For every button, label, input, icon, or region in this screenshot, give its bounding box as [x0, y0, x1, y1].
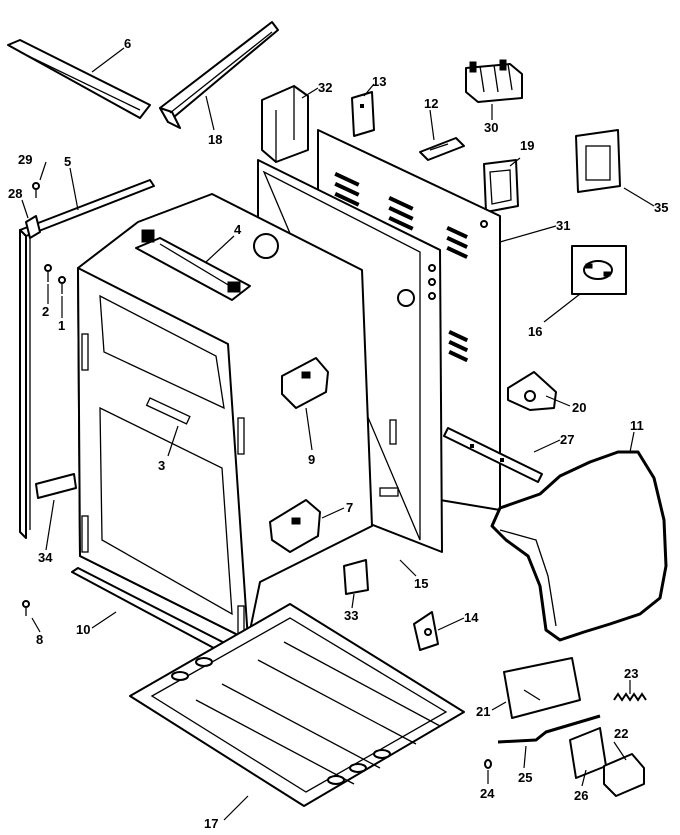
- part-23-spring: [613, 692, 647, 702]
- part-35-panel: [575, 129, 621, 193]
- part-27-strip: [443, 427, 543, 483]
- part-20-bracket: [507, 371, 557, 411]
- label-part-8: 8: [36, 632, 43, 647]
- label-part-4: 4: [234, 222, 242, 237]
- label-part-25: 25: [518, 770, 532, 785]
- part-9-hinge: [281, 357, 329, 409]
- leader-lines: [21, 47, 655, 821]
- label-part-9: 9: [308, 452, 315, 467]
- part-19-frame: [483, 159, 519, 213]
- part-11-insulation: [490, 450, 668, 642]
- part-6-trim-strip: [7, 39, 151, 119]
- part-16-thermostat: [571, 245, 627, 295]
- label-part-12: 12: [424, 96, 438, 111]
- label-part-6: 6: [124, 36, 131, 51]
- label-part-14: 14: [464, 610, 479, 625]
- label-part-18: 18: [208, 132, 222, 147]
- part-5-door-frame: [19, 179, 155, 539]
- label-part-31: 31: [556, 218, 570, 233]
- label-part-29: 29: [18, 152, 32, 167]
- label-part-24: 24: [480, 786, 495, 801]
- label-part-10: 10: [76, 622, 90, 637]
- label-part-20: 20: [572, 400, 586, 415]
- part-18-side-rail: [159, 21, 279, 129]
- part-24-ring: [484, 759, 492, 769]
- label-part-5: 5: [64, 154, 71, 169]
- part-26-plate: [569, 727, 607, 779]
- part-2-screw: [44, 264, 52, 282]
- label-part-30: 30: [484, 120, 498, 135]
- label-part-21: 21: [476, 704, 490, 719]
- part-1-screw: [58, 276, 66, 294]
- label-part-16: 16: [528, 324, 542, 339]
- part-25-rod: [497, 714, 601, 744]
- label-part-23: 23: [624, 666, 638, 681]
- label-part-26: 26: [574, 788, 588, 803]
- oven-cavity: [77, 193, 373, 643]
- part-33-small-bracket: [343, 559, 369, 595]
- part-32-bracket: [261, 85, 309, 163]
- part-7-hinge: [269, 499, 321, 553]
- part-29-screw: [32, 182, 40, 198]
- label-part-27: 27: [560, 432, 574, 447]
- label-part-15: 15: [414, 576, 428, 591]
- label-part-35: 35: [654, 200, 668, 215]
- label-part-28: 28: [8, 186, 22, 201]
- label-part-17: 17: [204, 816, 218, 831]
- part-12-small-bracket: [419, 137, 465, 161]
- part-30-switch-block: [465, 59, 523, 103]
- label-part-33: 33: [344, 608, 358, 623]
- label-part-3: 3: [158, 458, 165, 473]
- part-34-lower-trim: [35, 473, 77, 499]
- label-part-11: 11: [630, 418, 644, 433]
- part-17-bottom-panel: [129, 603, 465, 807]
- label-part-19: 19: [520, 138, 534, 153]
- label-part-22: 22: [614, 726, 628, 741]
- label-part-13: 13: [372, 74, 386, 89]
- part-14-small-bracket: [413, 611, 439, 651]
- label-part-7: 7: [346, 500, 353, 515]
- part-22-switch: [603, 753, 645, 797]
- part-8-screw: [22, 600, 30, 616]
- part-4-top-bracket: [135, 229, 251, 301]
- part-21-bracket: [503, 657, 581, 719]
- part-31-back-panel: [317, 129, 501, 511]
- label-part-1: 1: [58, 318, 65, 333]
- label-part-34: 34: [38, 550, 53, 565]
- label-part-32: 32: [318, 80, 332, 95]
- part-28-clip: [25, 215, 41, 239]
- part-labels: 6 18 32 13 12 30 19 35 31 16 20 27 11 29…: [8, 36, 668, 831]
- label-part-2: 2: [42, 304, 49, 319]
- part-13-small-plate: [351, 91, 375, 137]
